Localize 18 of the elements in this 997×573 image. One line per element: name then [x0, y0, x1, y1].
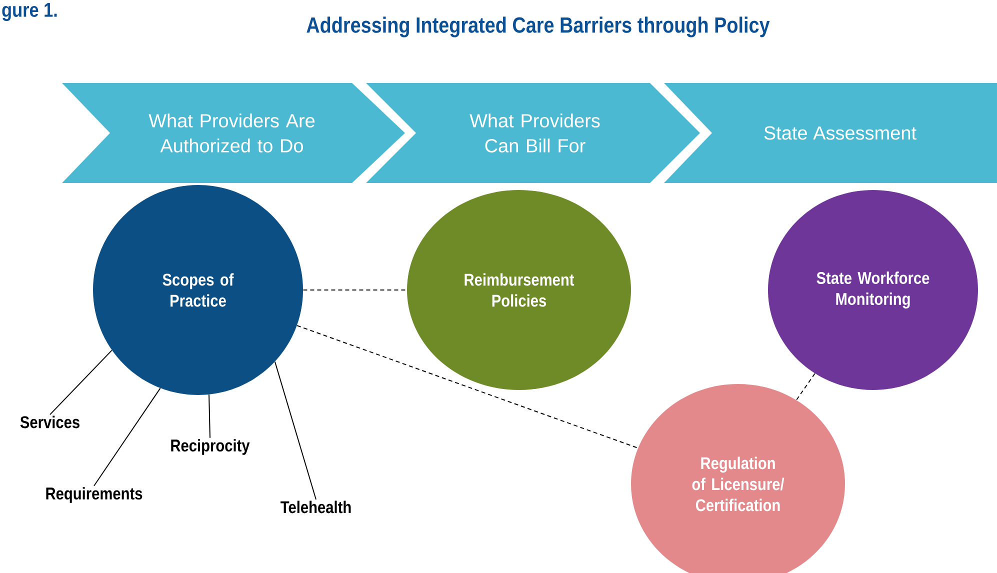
- node-label: What Providers Can Bill For: [470, 114, 600, 152]
- leader-line: [274, 361, 316, 500]
- leader-label: Requirements: [46, 487, 142, 503]
- leader-label: Telehealth: [280, 500, 351, 514]
- dashed-connector: [296, 325, 638, 449]
- heading-band: What Providers Can Bill For: [366, 83, 700, 183]
- figure-number: gure 1.: [2, 3, 57, 21]
- leader-label: Services: [20, 416, 80, 428]
- node-label: What Providers Are Authorized to Do: [148, 114, 315, 152]
- heading-band: What Providers Are Authorized to Do: [62, 83, 405, 183]
- leader-label: Reciprocity: [171, 439, 250, 455]
- leader-line: [50, 350, 112, 416]
- heading-band: State Assessment: [664, 83, 997, 183]
- leader-line: [208, 394, 210, 438]
- title: Addressing Integrated Care Barriers through Policy: [306, 16, 770, 38]
- node-label: State Assessment: [764, 126, 916, 140]
- dashed-connector: [796, 373, 816, 400]
- leader-line: [94, 388, 161, 486]
